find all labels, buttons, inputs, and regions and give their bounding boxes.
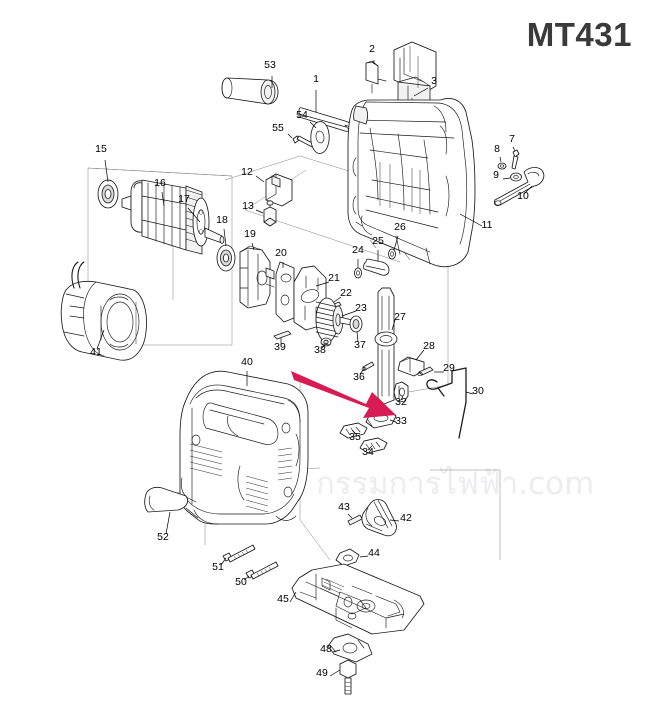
part-8-washer — [497, 162, 507, 170]
callout-15: 15 — [95, 143, 107, 155]
callout-22: 22 — [340, 287, 352, 299]
callout-39: 39 — [274, 341, 286, 353]
callout-35: 35 — [349, 431, 361, 443]
part-45-base-plate — [291, 563, 425, 635]
callout-43: 43 — [338, 501, 350, 513]
part-15-bearing — [97, 179, 119, 209]
callout-labels: 53 1 2 3 55 54 7 8 9 10 11 15 16 17 12 1… — [90, 43, 529, 679]
callout-1: 1 — [313, 73, 319, 85]
callout-17: 17 — [178, 193, 190, 205]
callout-25: 25 — [372, 235, 384, 247]
housing-vents-left — [189, 443, 223, 477]
part-54-cam — [310, 121, 330, 154]
callout-55: 55 — [272, 122, 284, 134]
part-50-screw — [245, 561, 279, 580]
part-39-pin — [273, 330, 292, 340]
callout-9: 9 — [493, 169, 499, 181]
part-2-switch-button — [365, 60, 387, 94]
callout-21: 21 — [328, 272, 340, 284]
part-29-pin — [417, 366, 434, 377]
highlight-arrow — [291, 371, 396, 418]
callout-50: 50 — [235, 576, 247, 588]
part-26-oring — [388, 248, 396, 260]
callout-49: 49 — [316, 667, 328, 679]
watermark-text: กรรมการไฟฟ้า.com — [316, 466, 595, 502]
callout-19: 19 — [244, 228, 256, 240]
part-7-screw — [511, 149, 520, 170]
callout-2: 2 — [369, 43, 375, 55]
gear-teeth — [315, 301, 339, 338]
callout-51: 51 — [212, 561, 224, 573]
callout-33: 33 — [395, 415, 407, 427]
callout-52: 52 — [157, 531, 169, 543]
callout-23: 23 — [355, 302, 367, 314]
callout-7: 7 — [509, 133, 515, 145]
callout-37: 37 — [354, 339, 366, 351]
part-19-gear-housing — [239, 245, 275, 309]
part-11-motor-housing — [347, 98, 476, 268]
part-23-gear — [315, 297, 353, 343]
callout-40: 40 — [241, 356, 253, 368]
part-16-armature — [121, 179, 225, 255]
part-41-field-stator — [60, 261, 147, 361]
callout-10: 10 — [517, 190, 529, 202]
callout-18: 18 — [216, 214, 228, 226]
part-40-body-housing — [179, 370, 309, 525]
callout-34: 34 — [362, 446, 374, 458]
part-12-brush-holder — [265, 173, 293, 207]
part-27-slider-bar — [374, 287, 398, 405]
housing-vents-lower — [245, 475, 269, 513]
callout-28: 28 — [423, 340, 435, 352]
part-10-lever — [493, 167, 545, 207]
callout-30: 30 — [472, 385, 484, 397]
housing-vents-right — [277, 447, 293, 481]
callout-3: 3 — [431, 75, 437, 87]
page-title: MT431 — [526, 16, 632, 53]
callout-32: 32 — [395, 396, 407, 408]
part-44-square-plate — [335, 548, 360, 567]
part-32-roller — [393, 381, 409, 403]
part-24-oring — [354, 267, 362, 279]
part-30-wire-spring — [426, 367, 467, 439]
callout-13: 13 — [242, 200, 254, 212]
callout-48: 48 — [320, 643, 332, 655]
part-48-clamp — [327, 633, 373, 663]
part-52-side-cover — [144, 486, 188, 513]
part-25-plunger-rod — [363, 258, 390, 276]
callout-26: 26 — [394, 221, 406, 233]
callout-16: 16 — [154, 177, 166, 189]
part-18-bearing — [216, 244, 236, 272]
part-13-carbon-brush — [263, 200, 277, 227]
callout-54: 54 — [296, 109, 308, 121]
callout-29: 29 — [443, 362, 455, 374]
callout-41: 41 — [90, 346, 102, 358]
callout-8: 8 — [494, 143, 500, 155]
callout-36: 36 — [353, 371, 365, 383]
part-38-bushing — [320, 337, 332, 347]
part-49-bolt — [339, 659, 357, 695]
part-37-bushing — [349, 315, 363, 333]
callout-42: 42 — [400, 512, 412, 524]
callout-24: 24 — [352, 244, 364, 256]
part-20-plate — [275, 261, 295, 323]
callout-27: 27 — [394, 311, 406, 323]
callout-44: 44 — [368, 547, 380, 559]
part-53-grip-tube — [221, 77, 279, 105]
callout-53: 53 — [264, 59, 276, 71]
callout-11: 11 — [482, 219, 493, 231]
callout-12: 12 — [241, 166, 253, 178]
part-42-roller-holder — [361, 499, 397, 537]
callout-20: 20 — [275, 247, 287, 259]
leader-lines — [96, 60, 533, 677]
base-plate-ribs — [319, 578, 345, 597]
part-51-screw — [222, 544, 256, 563]
callout-38: 38 — [314, 344, 326, 356]
callout-45: 45 — [277, 593, 289, 605]
part-9-nut — [510, 172, 522, 182]
part-34-plate — [359, 437, 388, 454]
part-36-pin — [361, 361, 375, 371]
